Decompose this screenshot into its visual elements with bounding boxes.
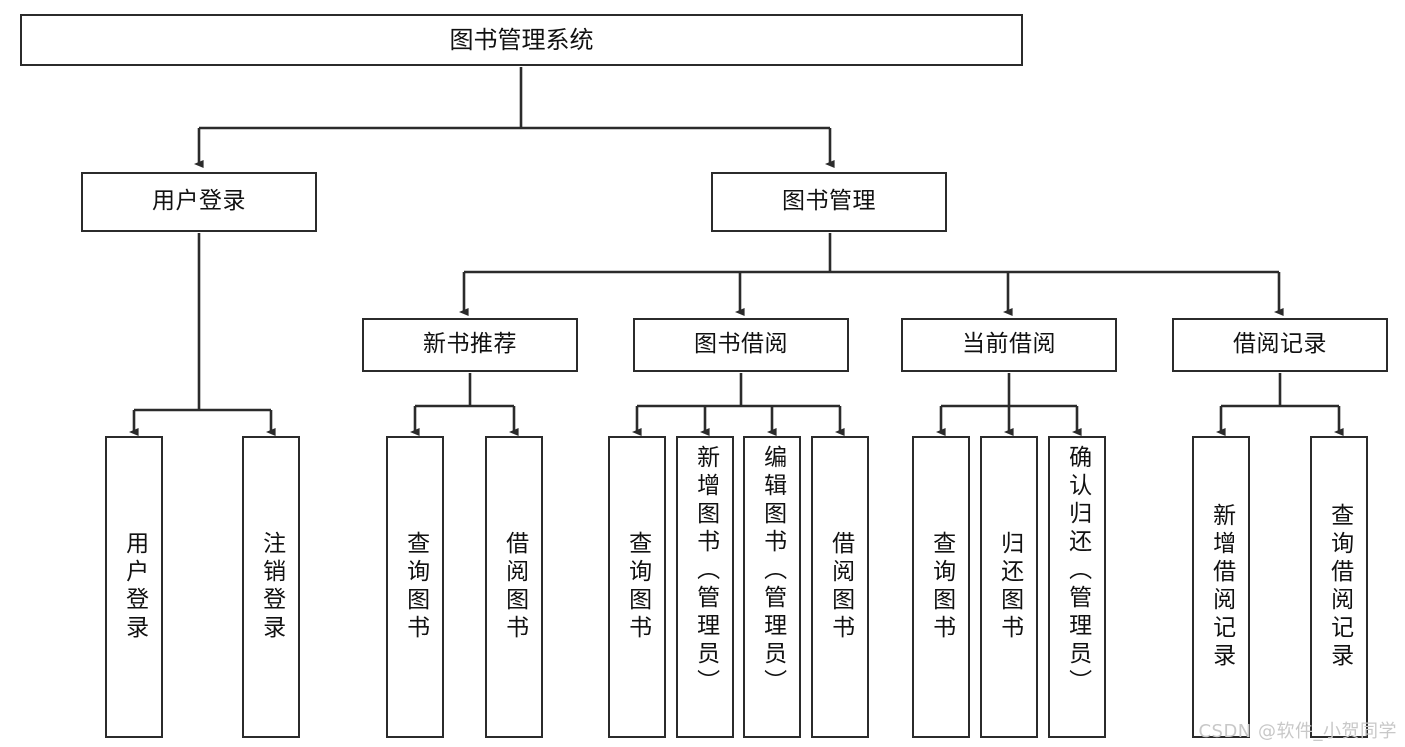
node-book-manage[interactable]: 图书管理 xyxy=(711,172,947,232)
node-label: 新增图书（管理员） xyxy=(692,445,719,697)
leaf-borrow-book[interactable]: 借阅图书 xyxy=(811,436,869,738)
node-label: 借阅记录 xyxy=(1233,331,1327,358)
node-label: 查询图书 xyxy=(928,531,955,643)
leaf-add-borrow-record[interactable]: 新增借阅记录 xyxy=(1192,436,1250,738)
node-label: 用户登录 xyxy=(121,531,148,643)
node-user-login[interactable]: 用户登录 xyxy=(81,172,317,232)
node-label: 注销登录 xyxy=(258,531,285,643)
leaf-query-borrow-record[interactable]: 查询借阅记录 xyxy=(1310,436,1368,738)
node-label: 用户登录 xyxy=(152,188,246,215)
leaf-query-book-current[interactable]: 查询图书 xyxy=(912,436,970,738)
node-label: 确认归还（管理员） xyxy=(1064,445,1091,697)
node-borrow-record[interactable]: 借阅记录 xyxy=(1172,318,1388,372)
leaf-query-book-new[interactable]: 查询图书 xyxy=(386,436,444,738)
node-current-borrow[interactable]: 当前借阅 xyxy=(901,318,1117,372)
leaf-return-book[interactable]: 归还图书 xyxy=(980,436,1038,738)
node-label: 新增借阅记录 xyxy=(1208,503,1235,671)
node-label: 新书推荐 xyxy=(423,331,517,358)
csdn-watermark: CSDN @软件_小贺同学 xyxy=(1198,721,1397,742)
node-label: 查询图书 xyxy=(402,531,429,643)
node-label: 编辑图书（管理员） xyxy=(759,445,786,697)
leaf-query-book-borrow[interactable]: 查询图书 xyxy=(608,436,666,738)
leaf-logout-login[interactable]: 注销登录 xyxy=(242,436,300,738)
node-root-system[interactable]: 图书管理系统 xyxy=(20,14,1023,66)
node-label: 借阅图书 xyxy=(827,531,854,643)
node-new-book-rec[interactable]: 新书推荐 xyxy=(362,318,578,372)
leaf-borrow-book-new[interactable]: 借阅图书 xyxy=(485,436,543,738)
node-label: 图书管理 xyxy=(782,188,876,215)
leaf-edit-book-admin[interactable]: 编辑图书（管理员） xyxy=(743,436,801,738)
node-label: 图书管理系统 xyxy=(449,25,594,54)
node-label: 查询借阅记录 xyxy=(1326,503,1353,671)
node-book-borrow[interactable]: 图书借阅 xyxy=(633,318,849,372)
node-label: 查询图书 xyxy=(624,531,651,643)
node-label: 图书借阅 xyxy=(694,331,788,358)
node-label: 当前借阅 xyxy=(962,331,1056,358)
node-label: 借阅图书 xyxy=(501,531,528,643)
leaf-add-book-admin[interactable]: 新增图书（管理员） xyxy=(676,436,734,738)
leaf-user-login[interactable]: 用户登录 xyxy=(105,436,163,738)
node-label: 归还图书 xyxy=(996,531,1023,643)
leaf-confirm-return-admin[interactable]: 确认归还（管理员） xyxy=(1048,436,1106,738)
